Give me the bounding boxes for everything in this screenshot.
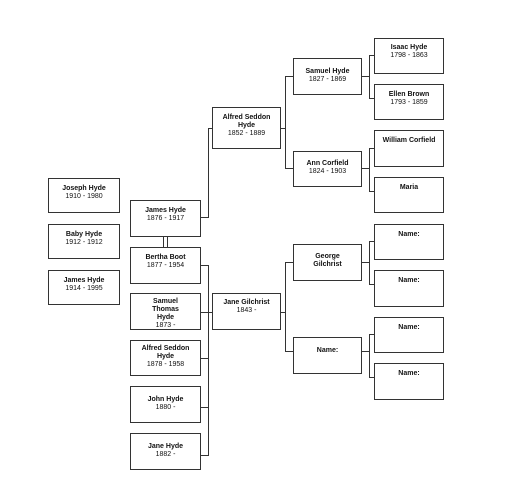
connector-line [208, 265, 209, 456]
person-name: Jane Hyde [147, 443, 184, 450]
person-name: Name: [316, 347, 339, 354]
person-name: George Gilchrist [313, 253, 342, 268]
person-dates: 1793 - 1859 [390, 99, 428, 106]
person-box-great-great-grandparent[interactable]: Isaac Hyde 1798 - 1863 [374, 38, 444, 74]
connector-line [369, 334, 374, 335]
connector-line [369, 98, 374, 99]
connector-line [362, 168, 370, 169]
person-dates: 1852 - 1889 [227, 130, 266, 137]
connector-line [201, 407, 209, 408]
connector-line [285, 168, 293, 169]
person-dates: 1910 - 1980 [65, 193, 103, 200]
person-box-great-grandmother[interactable]: Ann Corfield 1824 - 1903 [293, 151, 362, 187]
connector-line [285, 76, 286, 169]
person-box-sibling[interactable]: Alfred Seddon Hyde 1878 - 1958 [130, 340, 201, 376]
connector-line [369, 148, 374, 149]
person-name: Baby Hyde [65, 231, 103, 238]
connector-line [285, 351, 293, 352]
person-name: Name: [398, 324, 420, 331]
connector-line [369, 284, 374, 285]
person-box-great-great-grandparent[interactable]: Name: [374, 363, 444, 400]
marriage-line [163, 237, 164, 247]
connector-line [369, 55, 370, 99]
connector-line [369, 148, 370, 192]
person-name: John Hyde [147, 396, 184, 403]
person-name: Isaac Hyde [390, 44, 428, 51]
person-name: Name: [398, 231, 420, 238]
connector-line [369, 55, 374, 56]
person-name: Samuel Thomas Hyde [152, 298, 179, 321]
person-box-child[interactable]: Joseph Hyde 1910 - 1980 [48, 178, 120, 213]
connector-line [201, 358, 209, 359]
person-box-great-great-grandparent[interactable]: William Corfield [374, 130, 444, 167]
person-name: Alfred Seddon Hyde [222, 114, 271, 129]
connector-line [369, 377, 374, 378]
connector-line [201, 217, 209, 218]
person-name: Name: [398, 370, 420, 377]
person-box-grandmother[interactable]: Jane Gilchrist 1843 - [212, 293, 281, 330]
person-box-sibling[interactable]: Samuel Thomas Hyde 1873 - [130, 293, 201, 330]
connector-line [362, 351, 370, 352]
connector-line [285, 262, 286, 352]
person-box-great-great-grandparent[interactable]: Name: [374, 270, 444, 307]
person-dates: 1877 - 1954 [146, 262, 185, 269]
person-box-child[interactable]: James Hyde 1914 - 1995 [48, 270, 120, 305]
person-dates: 1873 - [155, 322, 176, 329]
person-box-great-grandmother[interactable]: Name: [293, 337, 362, 374]
connector-line [369, 241, 374, 242]
person-box-mother[interactable]: Bertha Boot 1877 - 1954 [130, 247, 201, 284]
person-name: James Hyde [63, 277, 105, 284]
marriage-line [167, 237, 168, 247]
person-name: Alfred Seddon Hyde [141, 345, 190, 360]
connector-line [280, 312, 285, 313]
person-name: Samuel Hyde [305, 68, 350, 75]
person-box-great-great-grandparent[interactable]: Name: [374, 224, 444, 260]
person-dates: 1914 - 1995 [65, 285, 103, 292]
connector-line [285, 76, 293, 77]
connector-line [362, 76, 370, 77]
connector-line [280, 128, 285, 129]
connector-line [369, 191, 374, 192]
person-box-father[interactable]: James Hyde 1876 - 1917 [130, 200, 201, 237]
person-dates: 1880 - [155, 404, 176, 411]
person-dates: 1878 - 1958 [146, 361, 185, 368]
connector-line [208, 128, 209, 218]
person-name: Bertha Boot [145, 254, 186, 261]
person-name: Joseph Hyde [62, 185, 106, 192]
connector-line [201, 265, 209, 266]
person-box-grandfather[interactable]: Alfred Seddon Hyde 1852 - 1889 [212, 107, 281, 149]
connector-line [369, 241, 370, 285]
person-dates: 1798 - 1863 [390, 52, 428, 59]
connector-line [201, 312, 212, 313]
person-name: Ann Corfield [306, 160, 349, 167]
person-dates: 1882 - [155, 451, 176, 458]
person-box-child[interactable]: Baby Hyde 1912 - 1912 [48, 224, 120, 259]
connector-line [208, 128, 212, 129]
person-box-great-great-grandparent[interactable]: Name: [374, 317, 444, 353]
person-name: Jane Gilchrist [223, 299, 270, 306]
connector-line [285, 262, 293, 263]
person-box-great-grandfather[interactable]: George Gilchrist [293, 244, 362, 281]
person-name: Maria [399, 184, 419, 191]
person-box-sibling[interactable]: John Hyde 1880 - [130, 386, 201, 423]
connector-line [369, 334, 370, 378]
person-box-sibling[interactable]: Jane Hyde 1882 - [130, 433, 201, 470]
person-box-great-great-grandparent[interactable]: Maria [374, 177, 444, 213]
person-box-great-grandfather[interactable]: Samuel Hyde 1827 - 1869 [293, 58, 362, 95]
connector-line [201, 455, 209, 456]
person-name: Name: [398, 277, 420, 284]
person-dates: 1824 - 1903 [308, 168, 347, 175]
person-name: James Hyde [145, 207, 186, 214]
person-dates: 1843 - [236, 307, 257, 314]
person-dates: 1827 - 1869 [308, 76, 347, 83]
person-name: William Corfield [382, 137, 436, 144]
person-name: Ellen Brown [388, 91, 430, 98]
person-box-great-great-grandparent[interactable]: Ellen Brown 1793 - 1859 [374, 84, 444, 120]
person-dates: 1876 - 1917 [146, 215, 185, 222]
person-dates: 1912 - 1912 [65, 239, 103, 246]
connector-line [362, 262, 370, 263]
